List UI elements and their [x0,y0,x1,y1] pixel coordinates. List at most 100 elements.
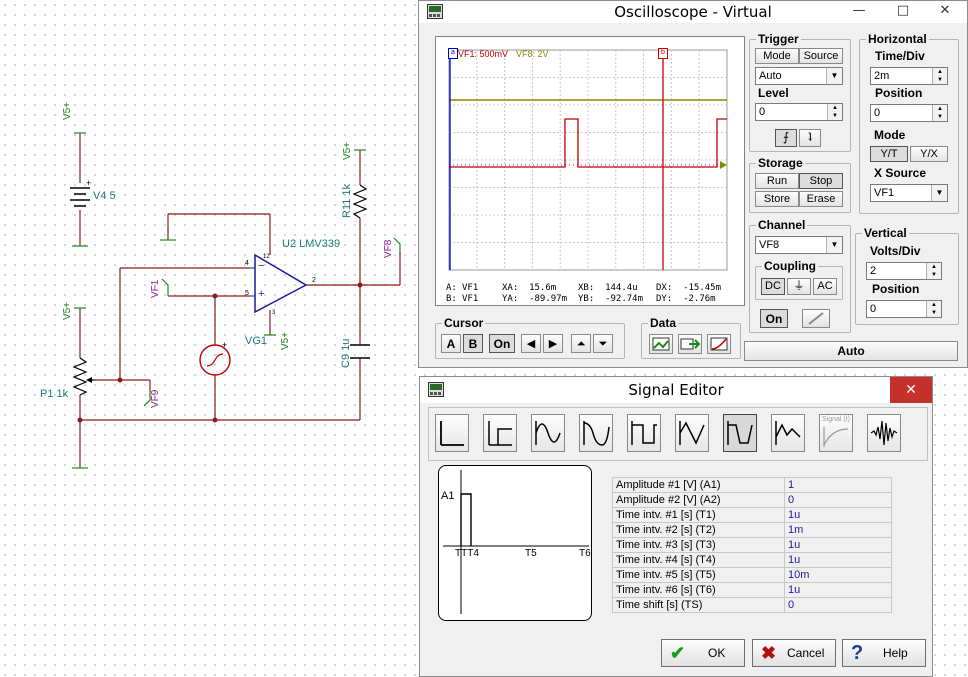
mode-yt-button[interactable]: Y/T [870,146,908,162]
parameter-value[interactable]: 1u [784,582,892,598]
readout-ya: YA: -89.97m [502,294,568,304]
horizontal-position-input[interactable]: 0▲▼ [870,104,948,122]
cursor-a-button[interactable]: A [441,334,461,353]
parameter-name: Amplitude #1 [V] (A1) [612,477,785,493]
chevron-down-icon[interactable]: ▼ [931,185,947,201]
cursor-b-marker[interactable]: b [658,48,668,59]
signal-editor-close-button[interactable]: ✕ [890,377,932,403]
auto-button[interactable]: Auto [744,341,958,361]
storage-run-button[interactable]: Run [755,173,799,189]
cursor-right-button[interactable]: ▶ [543,334,563,353]
signal-editor-window[interactable]: Signal Editor ✕ Signal (t) A1 TTT4 T5 T6… [419,376,933,677]
parameter-row[interactable]: Time intv. #6 [s] (T6)1u [612,582,892,598]
storage-stop-button[interactable]: Stop [799,173,843,189]
cosine-icon[interactable] [579,414,613,452]
cursor-b-button[interactable]: B [463,334,483,353]
parameter-name: Time intv. #3 [s] (T3) [612,537,785,553]
piecewise-linear-icon[interactable] [771,414,805,452]
parameter-value[interactable]: 10m [784,567,892,583]
storage-store-button[interactable]: Store [755,191,799,207]
channel-on-button[interactable]: On [760,309,788,328]
data-export-arrow-icon[interactable] [678,334,702,354]
trigger-level-input[interactable]: 0▲▼ [755,103,843,121]
vertical-group: Vertical Volts/Div 2▲▼ Position 0▲▼ [855,226,959,325]
damped-sine-icon[interactable] [867,414,901,452]
parameter-value[interactable]: 0 [784,492,892,508]
spinner-arrows-icon[interactable]: ▲▼ [926,301,941,317]
trapezoid-wave-icon[interactable] [723,414,757,452]
sine-icon[interactable] [531,414,565,452]
parameter-row[interactable]: Time intv. #2 [s] (T2)1m [612,522,892,538]
step-icon[interactable] [483,414,517,452]
parameter-row[interactable]: Time intv. #3 [s] (T3)1u [612,537,892,553]
oscilloscope-titlebar[interactable]: Oscilloscope - Virtual — □ ✕ [419,1,967,23]
readout-b-label: B: [446,294,457,304]
xsource-select[interactable]: VF1 ▼ [870,184,948,202]
help-button[interactable]: ? Help [842,639,926,667]
parameter-value[interactable]: 1u [784,537,892,553]
chevron-down-icon[interactable]: ▼ [826,68,842,84]
parameter-row[interactable]: Amplitude #2 [V] (A2)0 [612,492,892,508]
scope-display[interactable]: a b VF1: 500mV VF8: 2V A: VF1 XA: 15.6m … [435,36,745,306]
cursor-on-button[interactable]: On [489,334,515,353]
cursor-left-button[interactable]: ◀ [521,334,541,353]
maximize-button[interactable]: □ [896,3,910,18]
triangle-wave-icon[interactable] [675,414,709,452]
parameter-row[interactable]: Time intv. #1 [s] (T1)1u [612,507,892,523]
trigger-falling-edge-button[interactable]: ʇ [799,129,821,147]
preview-t-labels: TTT4 [455,548,479,559]
parameter-value[interactable]: 1m [784,522,892,538]
data-export-image-icon[interactable] [649,334,673,354]
parameter-row[interactable]: Time intv. #4 [s] (T4)1u [612,552,892,568]
trigger-group: Trigger Mode Source Auto▼ Level 0▲▼ ⨍ ʇ [749,32,851,152]
signal-editor-titlebar[interactable]: Signal Editor ✕ [420,377,932,403]
parameter-row[interactable]: Amplitude #1 [V] (A1)1 [612,477,892,493]
trigger-mode-select[interactable]: Auto▼ [755,67,843,85]
probe-pen-icon[interactable] [802,309,830,328]
vertical-position-input[interactable]: 0▲▼ [866,300,942,318]
voltsdiv-input[interactable]: 2▲▼ [866,262,942,280]
parameter-row[interactable]: Time intv. #5 [s] (T5)10m [612,567,892,583]
trigger-rising-edge-button[interactable]: ⨍ [775,129,797,147]
data-title: Data [648,316,679,330]
unit-step-icon[interactable] [435,414,469,452]
vf1-probe-label: VF1 [150,279,161,298]
spinner-arrows-icon[interactable]: ▲▼ [932,68,947,84]
close-button[interactable]: ✕ [939,3,951,18]
readout-a-channel: VF1 [462,283,479,293]
data-diagram-icon[interactable] [707,334,731,354]
channel-title: Channel [756,218,808,232]
spinner-arrows-icon[interactable]: ▲▼ [926,263,941,279]
parameter-name: Time intv. #6 [s] (T6) [612,582,785,598]
coupling-group: Coupling DC ⏚ AC [755,259,843,300]
coupling-dc-button[interactable]: DC [761,278,785,295]
cancel-button[interactable]: ✖ Cancel [752,639,836,667]
trigger-mode-button[interactable]: Mode [755,48,799,64]
ok-button[interactable]: ✔ OK [661,639,745,667]
chevron-down-icon[interactable]: ▼ [826,237,842,253]
storage-erase-button[interactable]: Erase [799,191,843,207]
mode-yx-button[interactable]: Y/X [910,146,948,162]
cursor-a-marker[interactable]: a [448,48,458,59]
coupling-ac-button[interactable]: AC [813,278,837,295]
cursor-up-button[interactable]: ⏶ [571,334,591,353]
spinner-arrows-icon[interactable]: ▲▼ [827,104,842,120]
parameter-value[interactable]: 0 [784,597,892,613]
channel-group: Channel VF8▼ Coupling DC ⏚ AC On [749,218,851,333]
spinner-arrows-icon[interactable]: ▲▼ [932,105,947,121]
parameter-row[interactable]: Time shift [s] (TS)0 [612,597,892,613]
coupling-ground-button[interactable]: ⏚ [787,278,811,295]
square-wave-icon[interactable] [627,414,661,452]
parameter-value[interactable]: 1u [784,507,892,523]
trigger-source-button[interactable]: Source [799,48,843,64]
general-signal-icon[interactable]: Signal (t) [819,414,853,452]
timediv-input[interactable]: 2m▲▼ [870,67,948,85]
xsource-value: VF1 [874,187,895,199]
minimize-button[interactable]: — [852,3,866,18]
oscilloscope-window[interactable]: Oscilloscope - Virtual — □ ✕ [418,0,968,368]
parameter-value[interactable]: 1u [784,552,892,568]
storage-group: Storage Run Stop Store Erase [749,156,851,213]
cursor-down-button[interactable]: ⏷ [593,334,613,353]
parameter-value[interactable]: 1 [784,477,892,493]
channel-select[interactable]: VF8▼ [755,236,843,254]
